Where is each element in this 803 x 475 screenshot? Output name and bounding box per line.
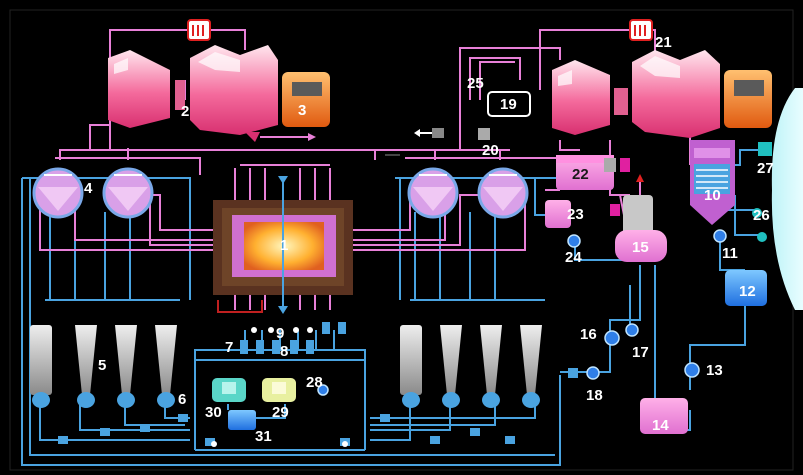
pump-icon <box>317 229 727 396</box>
label-10: 10 <box>704 187 721 204</box>
storage-tank <box>640 398 688 434</box>
label-31: 31 <box>255 428 272 445</box>
label-24: 24 <box>565 249 582 266</box>
control-rod-drives <box>211 322 348 447</box>
label-12: 12 <box>739 283 756 300</box>
valve-icon <box>432 128 444 138</box>
cleanup-system <box>212 378 296 430</box>
label-4: 4 <box>84 180 93 197</box>
deaerator-tank <box>556 155 630 190</box>
drum-separator-icon <box>32 167 529 219</box>
label-27: 27 <box>757 160 774 177</box>
label-9: 9 <box>276 325 285 342</box>
generator-icon <box>282 72 330 127</box>
label-25: 25 <box>467 75 484 92</box>
cooling-pump-icon <box>758 142 772 156</box>
label-5: 5 <box>98 357 107 374</box>
label-18: 18 <box>586 387 603 404</box>
pump-icon <box>752 208 762 218</box>
label-7: 7 <box>225 339 234 356</box>
label-28: 28 <box>306 374 323 391</box>
label-13: 13 <box>706 362 723 379</box>
label-22: 22 <box>572 166 589 183</box>
label-6: 6 <box>178 391 187 408</box>
label-30: 30 <box>205 404 222 421</box>
generator-icon <box>724 70 772 128</box>
label-26: 26 <box>753 207 770 224</box>
label-23: 23 <box>567 206 584 223</box>
label-17: 17 <box>632 344 649 361</box>
valve-icon <box>58 414 515 446</box>
valve-icon <box>568 368 578 378</box>
label-15: 15 <box>632 239 649 256</box>
reactor-core-icon <box>213 176 353 314</box>
label-1: 1 <box>280 237 289 254</box>
pump-icon <box>757 232 767 242</box>
turbine-icon <box>552 50 720 138</box>
moisture-separator-box <box>487 91 531 117</box>
turbine-icon <box>108 45 316 142</box>
feedwater-heater <box>545 200 571 228</box>
sea-water <box>771 88 803 310</box>
heater-tank <box>610 174 667 262</box>
reheater-icon <box>187 19 211 41</box>
storage-tank <box>725 270 767 306</box>
condenser-icon <box>690 140 735 225</box>
label-8: 8 <box>280 343 289 360</box>
label-3: 3 <box>298 102 307 119</box>
label-19: 19 <box>500 96 517 113</box>
label-20: 20 <box>482 142 499 159</box>
valve-icon <box>478 128 490 140</box>
reheater-icon <box>629 19 653 41</box>
recirculation-pump-row <box>30 325 542 408</box>
label-21: 21 <box>655 34 672 51</box>
label-2: 2 <box>181 103 190 120</box>
label-16: 16 <box>580 326 597 343</box>
label-11: 11 <box>722 245 738 262</box>
label-29: 29 <box>272 404 289 421</box>
label-14: 14 <box>652 417 669 434</box>
